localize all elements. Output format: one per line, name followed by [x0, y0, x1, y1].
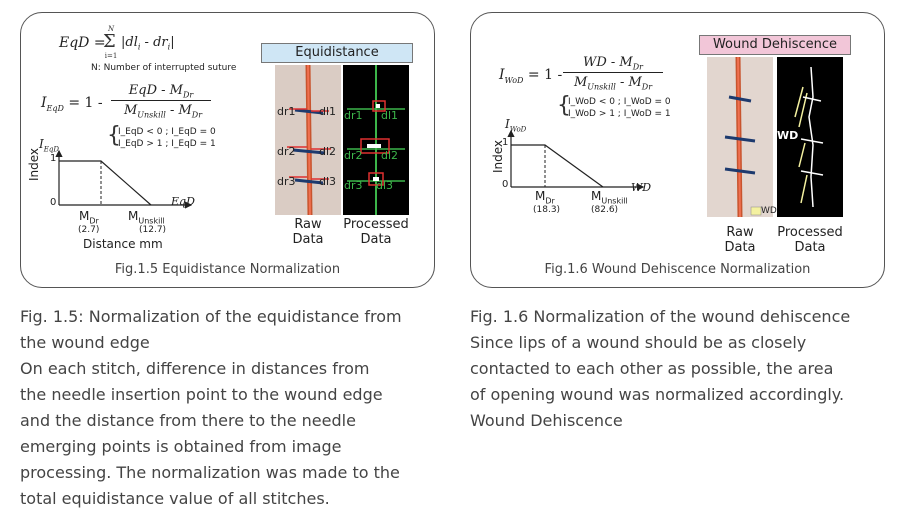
graph-y0: 0	[50, 197, 57, 208]
graph-y-label: Index	[27, 147, 41, 181]
wound-dehiscence-figure-panel: IWoD = 1 - WD - MDr MUnskill - MDr { I_W…	[470, 12, 885, 288]
wod-graph-munskill-value: (82.6)	[591, 205, 619, 215]
raw-label-dr1: dr1	[277, 105, 296, 118]
wod-graph-y0: 0	[502, 179, 509, 190]
wod-conditions-brace: {	[557, 93, 571, 118]
caption-right: Fig. 1.6 Normalization of the wound dehi…	[470, 304, 850, 434]
index-wod-lhs: IWoD = 1 -	[499, 67, 563, 85]
wod-graph-mdr-label: MDr	[535, 189, 555, 206]
wd-region-label: WD	[777, 129, 799, 142]
graph-mdr-value: (2.7)	[78, 225, 100, 235]
proc-label-dl2: dl2	[381, 149, 399, 162]
fig-1-6-label: Fig.1.6 Wound Dehiscence Normalization	[544, 262, 811, 277]
processed-wound-image	[343, 65, 409, 215]
graph-y1: 1	[50, 153, 57, 164]
proc-label-dr1: dr1	[344, 109, 363, 122]
fig-1-5-label: Fig.1.5 Equidistance Normalization	[114, 262, 341, 277]
wod-condition-2: I_WoD > 1 ; I_WoD = 1	[568, 109, 671, 119]
proc-label-dr3: dr3	[344, 179, 363, 192]
wod-condition-1: I_WoD < 0 ; I_WoD = 0	[568, 97, 671, 107]
wod-index-graph	[507, 129, 645, 191]
caption-left-line: processing. The normalization was made t…	[20, 463, 400, 482]
wound-dehiscence-badge: Wound Dehiscence	[699, 35, 851, 55]
index-wod-denominator: MUnskill - MDr	[573, 75, 653, 92]
index-eqd-denominator: MUnskill - MDr	[123, 103, 203, 120]
graph-munskill-value: (12.7)	[139, 225, 167, 235]
graph-top-label: IEqD	[39, 137, 59, 154]
caption-left-line: On each stitch, difference in distances …	[20, 359, 370, 378]
caption-left-line: emerging points is obtained from image	[20, 437, 342, 456]
graph-x-axis-label: EqD	[171, 195, 195, 208]
wd-legend-label: WD	[761, 206, 777, 216]
proc-label-dr2: dr2	[344, 149, 363, 162]
graph-munskill-label: MUnskill	[128, 209, 165, 226]
equidistance-badge: Equidistance	[261, 43, 413, 63]
raw-label-dl2: dl2	[319, 145, 337, 158]
caption-right-line: Fig. 1.6 Normalization of the wound dehi…	[470, 307, 851, 326]
caption-left: Fig. 1.5: Normalization of the equidista…	[20, 304, 402, 512]
processed-dehiscence-image	[777, 57, 843, 217]
caption-left-line: and the distance from there to the needl…	[20, 411, 356, 430]
sum-lower-limit: i=1	[104, 52, 118, 60]
caption-left-line: total equidistance value of all stitches…	[20, 489, 330, 508]
caption-right-line: Wound Dehiscence	[470, 411, 623, 430]
sum-upper-limit: N	[107, 25, 115, 33]
index-eqd-numerator: EqD - MDr	[111, 83, 211, 101]
sum-note: N: Number of interrupted suture	[91, 63, 237, 73]
eqd-condition-1: I_EqD < 0 ; I_EqD = 0	[118, 127, 216, 137]
graph-distance-label: Distance mm	[83, 237, 163, 251]
raw-label-dl1: dl1	[319, 105, 337, 118]
caption-right-line: contacted to each other as possible, the…	[470, 359, 834, 378]
wod-graph-munskill-label: MUnskill	[591, 189, 628, 206]
caption-left-line: the wound edge	[20, 333, 150, 352]
proc-label-dl1: dl1	[381, 109, 399, 122]
index-wod-numerator: WD - MDr	[563, 55, 663, 73]
wod-graph-y1: 1	[502, 137, 509, 148]
sum-sign: Σ	[103, 31, 116, 52]
eqd-index-graph	[55, 149, 193, 209]
proc-label-dl3: dl3	[376, 179, 394, 192]
eqd-condition-2: I_EqD > 1 ; I_EqD = 1	[118, 139, 216, 149]
raw-label-dl3: dl3	[319, 175, 337, 188]
eqd-sum-formula: EqD =	[59, 35, 106, 51]
caption-left-line: Fig. 1.5: Normalization of the equidista…	[20, 307, 402, 326]
raw-dehiscence-photo	[707, 57, 773, 217]
caption-left-line: the needle insertion point to the wound …	[20, 385, 383, 404]
caption-right-line: Since lips of a wound should be as close…	[470, 333, 807, 352]
raw-wound-photo	[275, 65, 341, 215]
caption-right-line: of opening wound was normalized accordin…	[470, 385, 845, 404]
raw-label-dr3: dr3	[277, 175, 296, 188]
wod-graph-mdr-value: (18.3)	[533, 205, 561, 215]
raw-label-dr2: dr2	[277, 145, 296, 158]
index-eqd-lhs: IEqD = 1 -	[41, 95, 103, 113]
sum-body: |dli - dri|	[121, 35, 175, 52]
conditions-brace: {	[107, 123, 121, 148]
wod-graph-x-axis-label: WD	[631, 181, 652, 194]
equidistance-figure-panel: EqD = N Σ i=1 |dli - dri| N: Number of i…	[20, 12, 435, 288]
wod-graph-top-label: IWoD	[505, 117, 527, 134]
graph-mdr-label: MDr	[79, 209, 99, 226]
